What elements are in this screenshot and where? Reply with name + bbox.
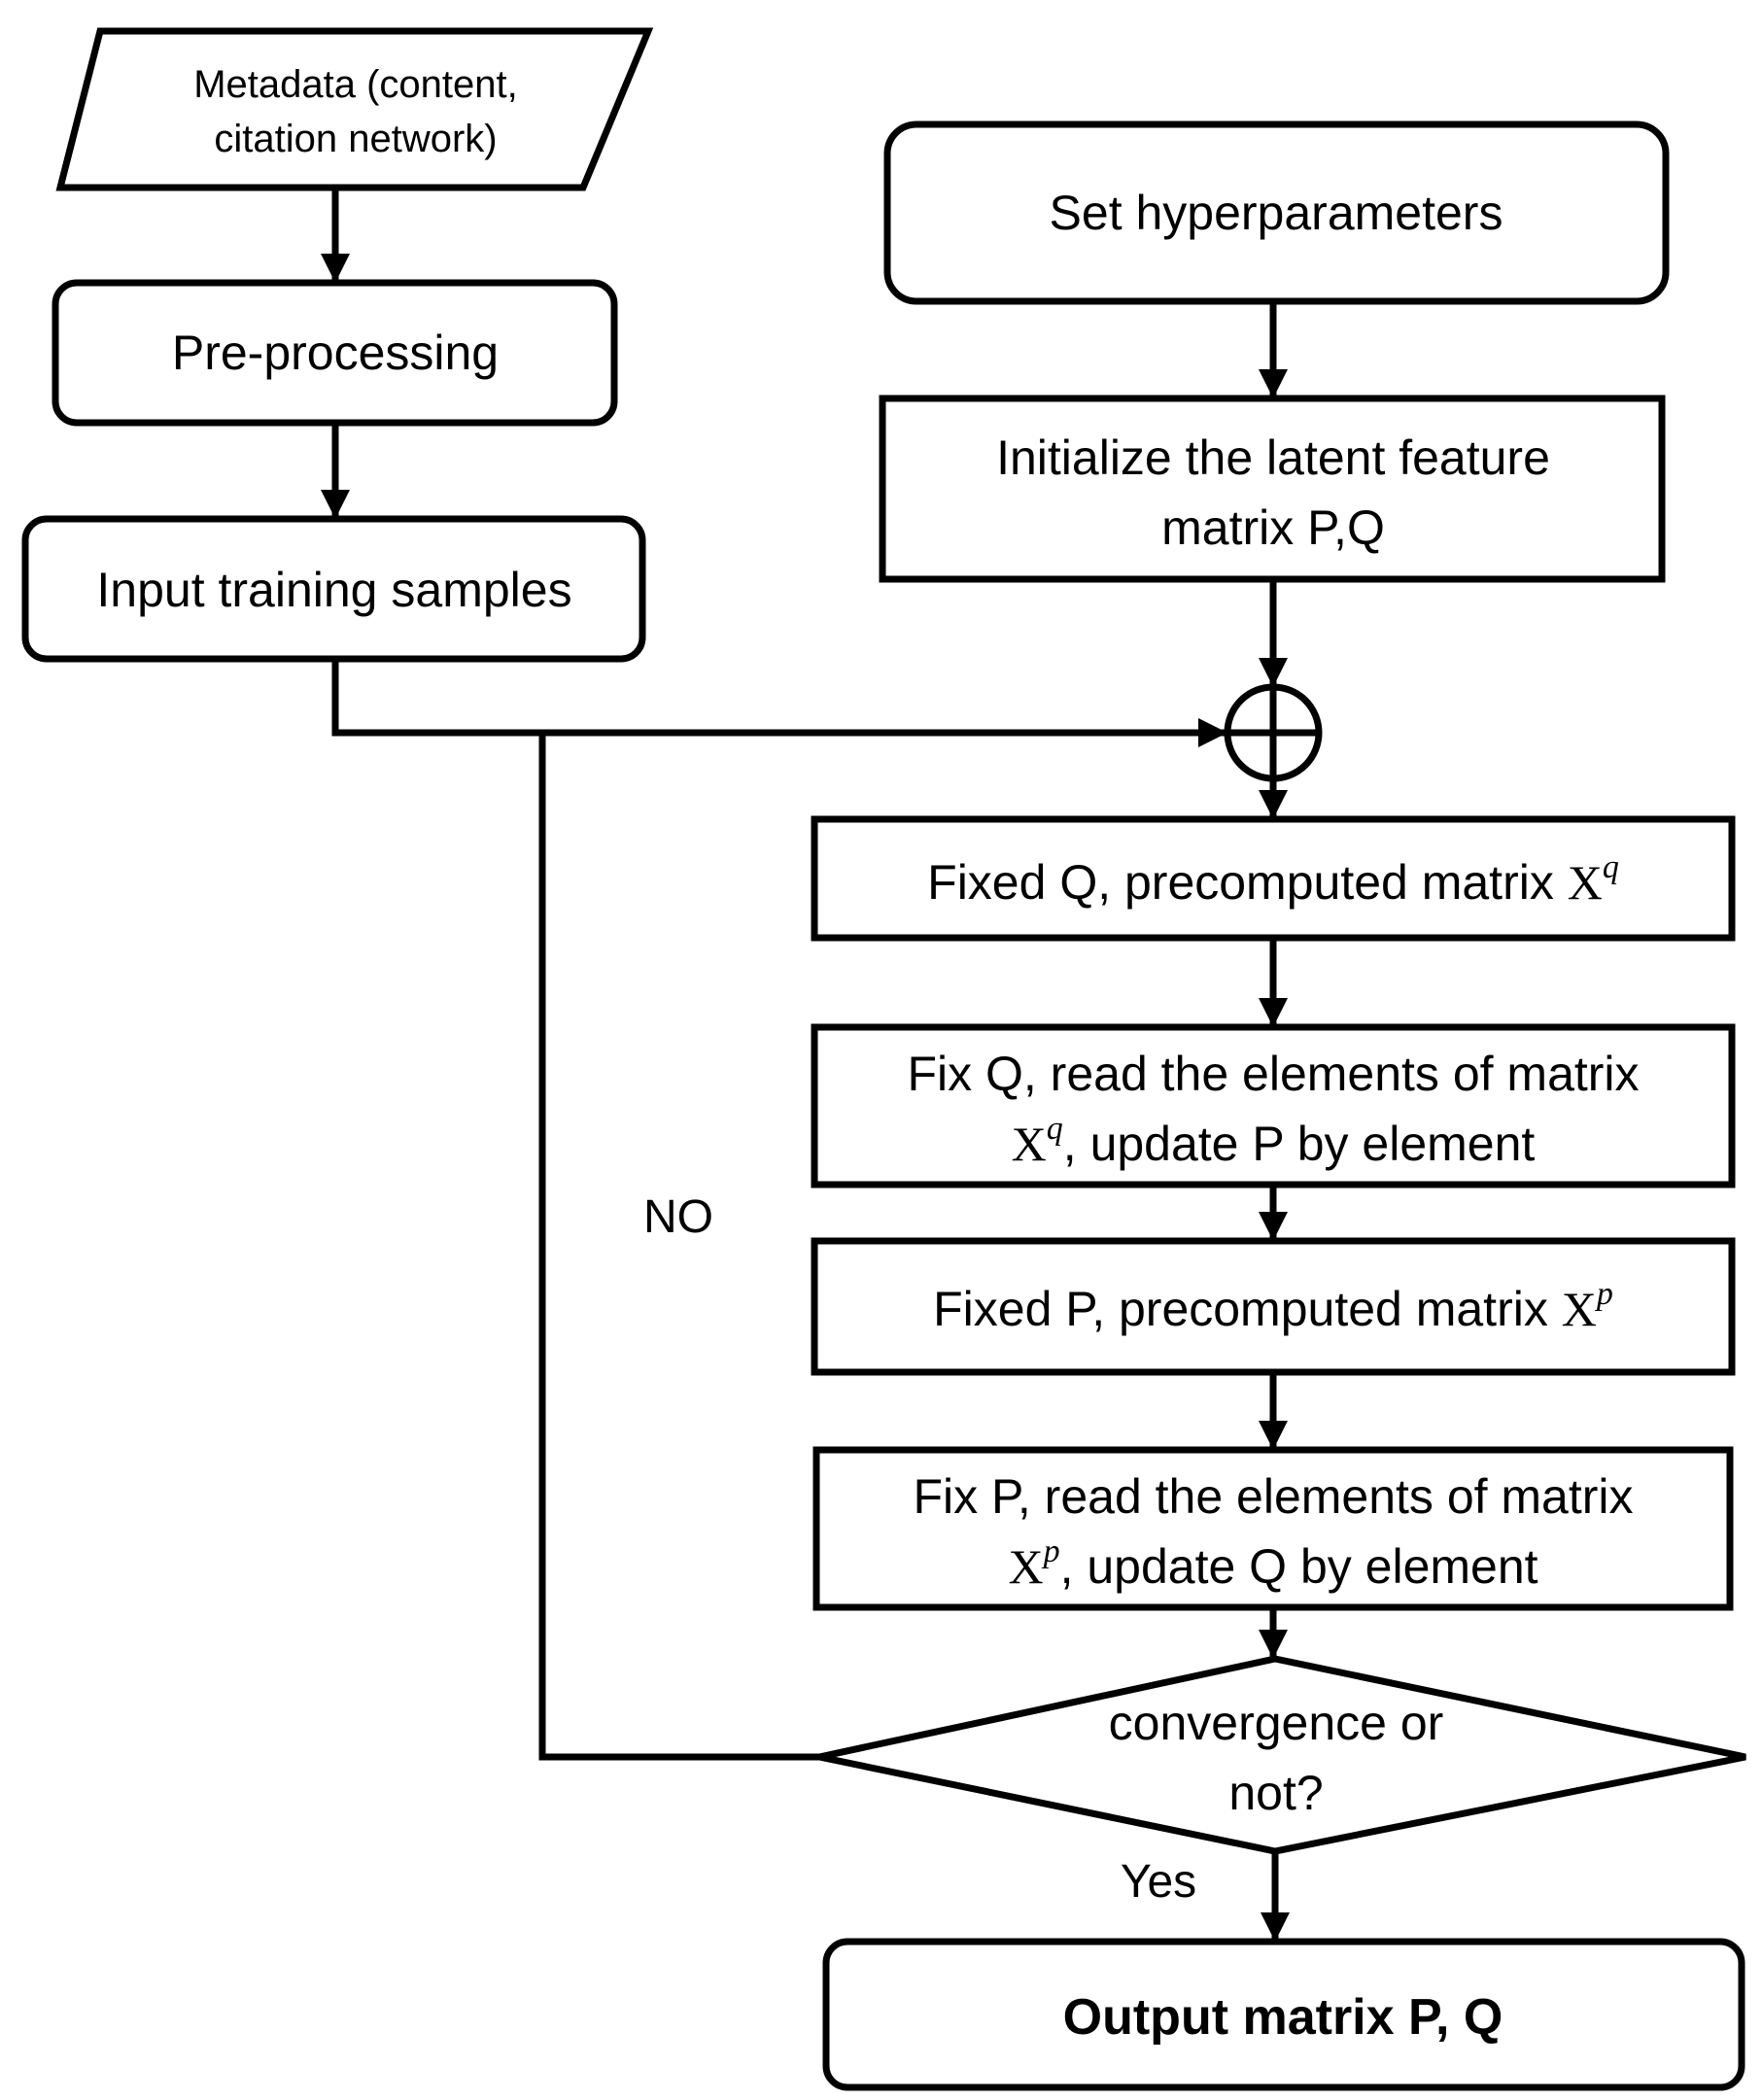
fixed-p-label: Fixed P, precomputed matrix Xp	[933, 1276, 1613, 1336]
edge-label-no: NO	[643, 1191, 713, 1243]
metadata-node-shape	[55, 27, 654, 191]
edge-convergence-no-loop	[538, 733, 819, 1761]
preprocessing-label: Pre-processing	[172, 326, 499, 380]
initialize-label-line2: matrix P,Q	[1161, 500, 1385, 555]
fixed-p-matrix-symbol: X	[1562, 1282, 1597, 1336]
fix-p-update-label-rest: , update Q by element	[1060, 1539, 1538, 1594]
fix-q-update-label-line1: Fix Q, read the elements of matrix	[907, 1047, 1639, 1101]
convergence-node-shape	[818, 1655, 1746, 1855]
fixed-q-label: Fixed Q, precomputed matrix Xq	[927, 849, 1619, 910]
fixed-q-matrix-symbol: X	[1568, 855, 1603, 910]
metadata-label-line2: citation network)	[214, 118, 497, 160]
fixed-q-superscript: q	[1603, 849, 1619, 885]
fix-p-update-label-line2: Xp, update Q by element	[1008, 1533, 1537, 1594]
fix-p-update-superscript: p	[1042, 1533, 1060, 1569]
edge-label-yes: Yes	[1121, 1856, 1196, 1908]
convergence-label-line1: convergence or	[1109, 1696, 1444, 1750]
convergence-label-line2: not?	[1228, 1766, 1323, 1820]
fixed-p-superscript: p	[1595, 1276, 1613, 1312]
fix-q-update-superscript: q	[1047, 1111, 1063, 1147]
edge-input-to-junction	[331, 659, 1227, 747]
input-samples-label: Input training samples	[96, 563, 571, 617]
fix-q-update-matrix-symbol: X	[1012, 1117, 1047, 1171]
fixed-p-label-text: Fixed P, precomputed matrix	[933, 1282, 1562, 1336]
fix-q-update-label-rest: , update P by element	[1063, 1117, 1536, 1171]
metadata-label-line1: Metadata (content,	[193, 63, 518, 106]
fixed-q-label-text: Fixed Q, precomputed matrix	[927, 855, 1568, 910]
output-node-shape	[822, 1938, 1745, 2091]
output-label: Output matrix P, Q	[1063, 1989, 1503, 2046]
fix-p-update-matrix-symbol: X	[1008, 1539, 1043, 1594]
hyperparameters-label: Set hyperparameters	[1050, 186, 1503, 240]
initialize-label-line1: Initialize the latent feature	[996, 430, 1550, 485]
fix-p-update-label-line1: Fix P, read the elements of matrix	[913, 1469, 1633, 1524]
fix-q-update-label-line2: Xq, update P by element	[1012, 1111, 1536, 1171]
